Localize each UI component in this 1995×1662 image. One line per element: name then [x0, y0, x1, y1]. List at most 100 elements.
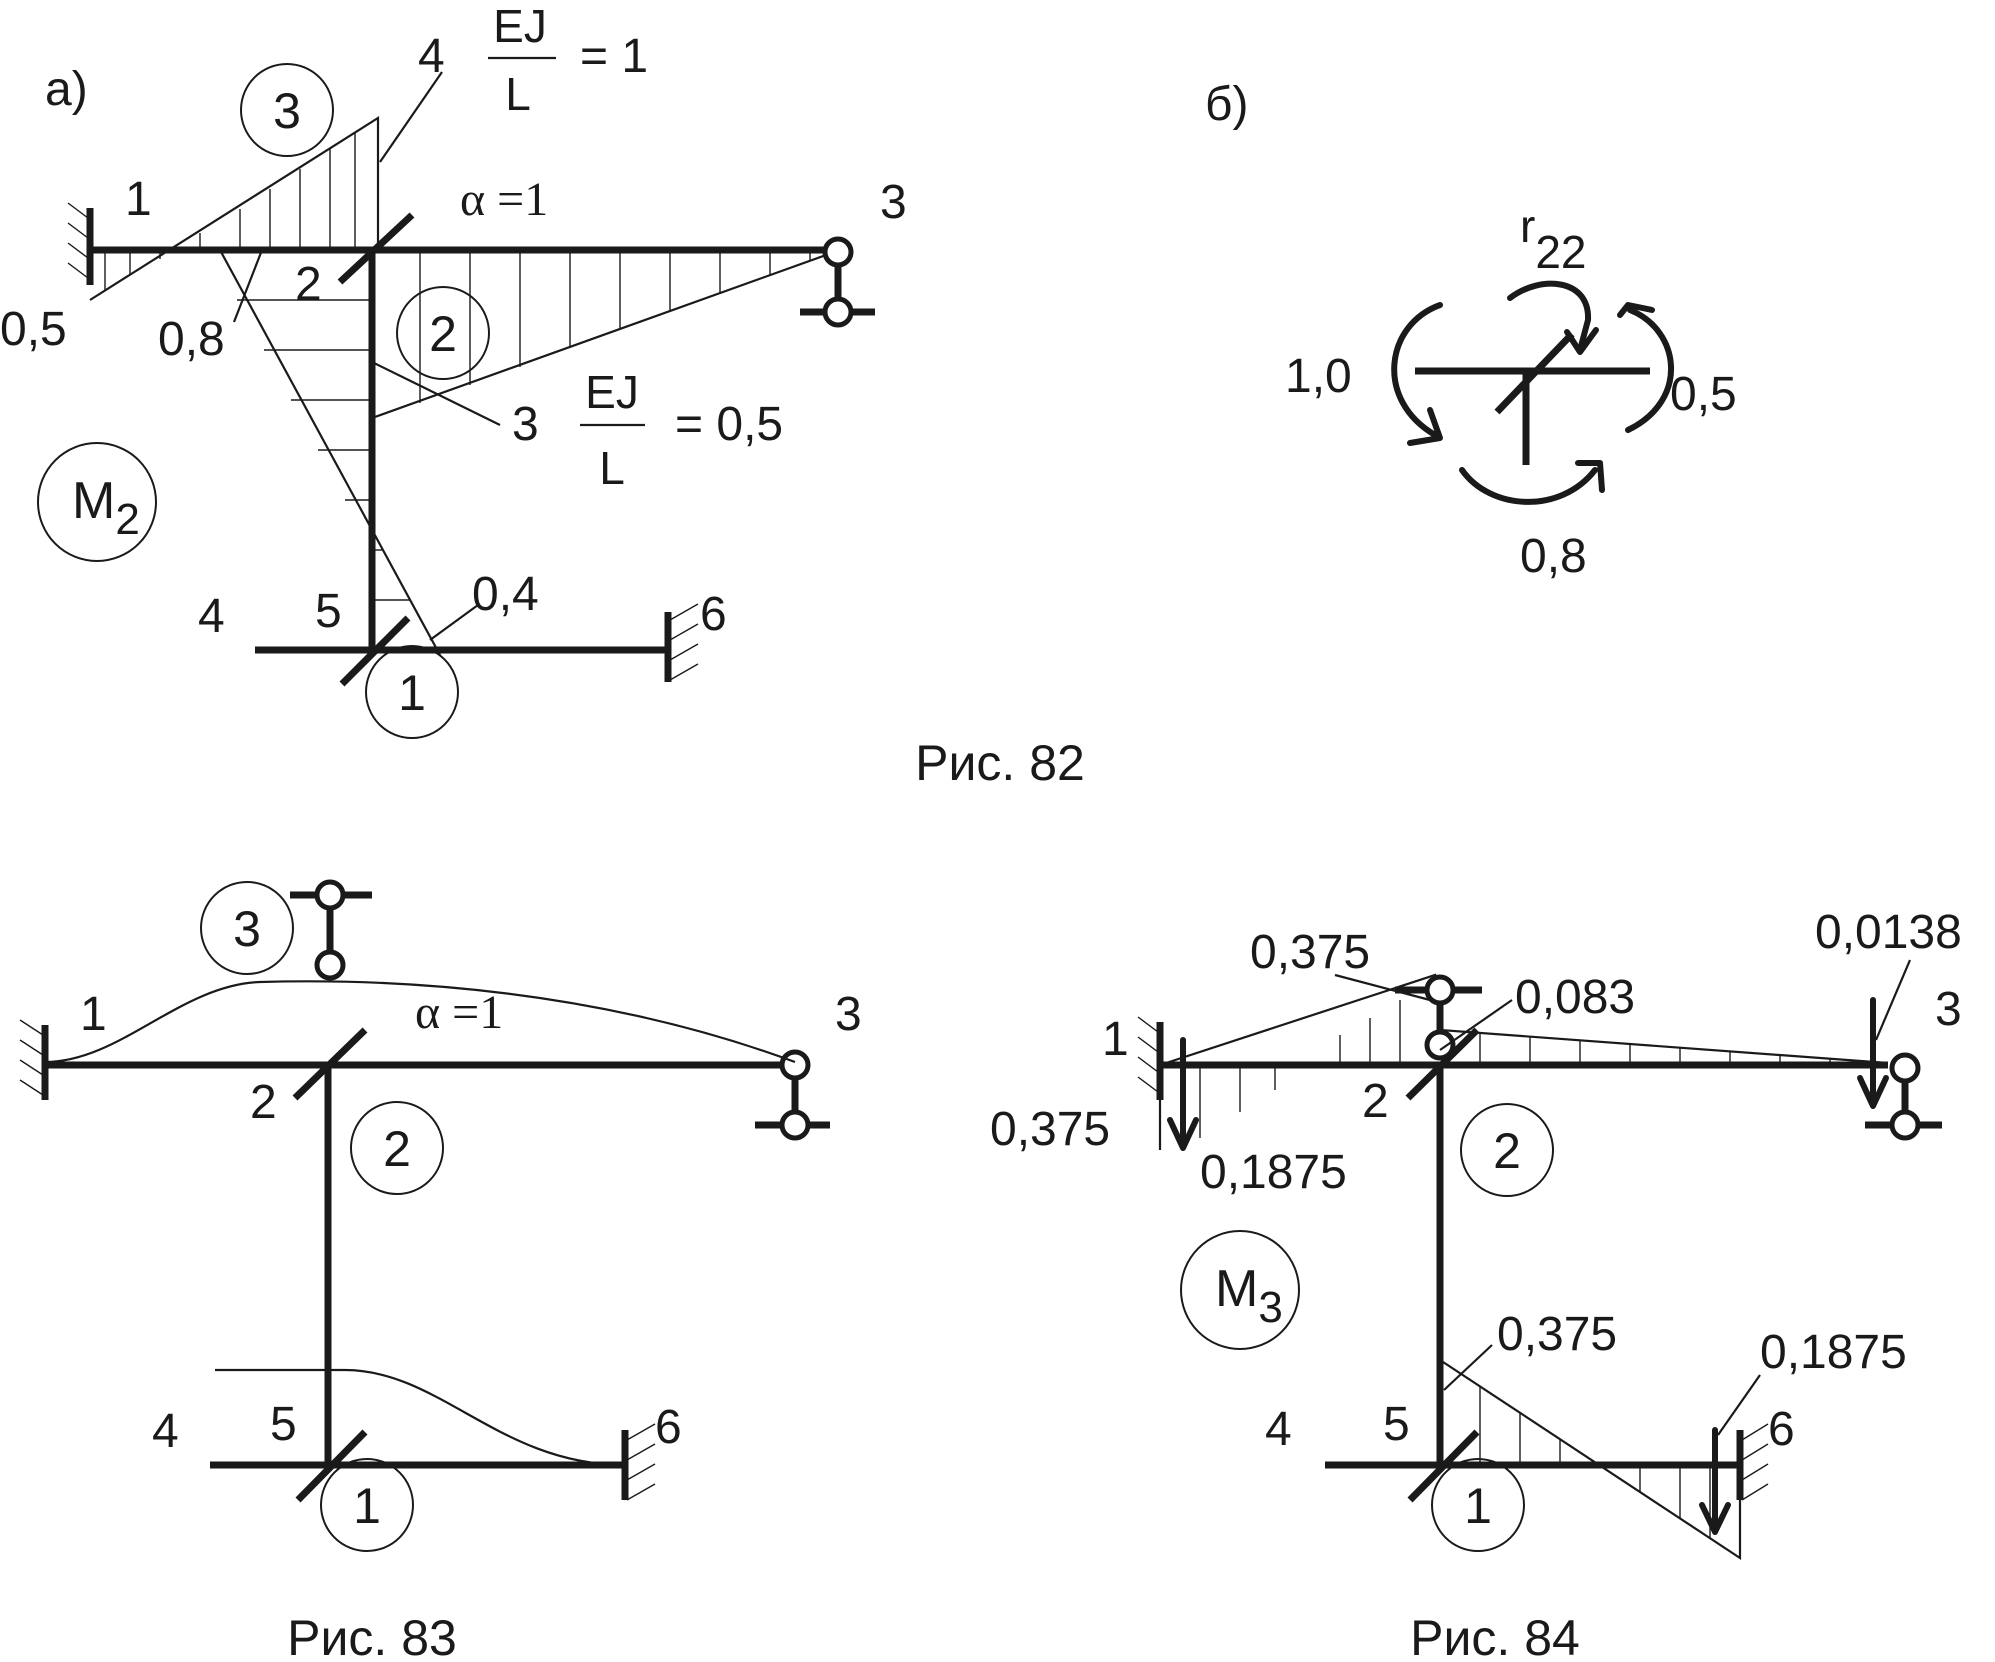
- moment-value-column-bottom: 0,4: [472, 568, 539, 621]
- node-label-3: 3: [880, 176, 907, 229]
- hinge-support: [1889, 1109, 1921, 1141]
- moment-value-node-1: 0,5: [0, 303, 67, 356]
- element-circle-1: [365, 645, 459, 739]
- element-number-1: 1: [1464, 1478, 1492, 1534]
- moment-arrow-right: [1625, 307, 1674, 433]
- hinge-support: [779, 1109, 811, 1141]
- leader-line-01875: [1717, 1374, 1761, 1436]
- element-number-2: 2: [1493, 1123, 1521, 1179]
- fig82-part-a: а): [0, 0, 907, 739]
- fixed-support-hatch-1: [19, 1019, 44, 1096]
- unit-rotation-label: α =1: [460, 173, 548, 226]
- diagram-label-circle: [1180, 1230, 1300, 1350]
- node-label-2: 2: [1362, 1075, 1389, 1128]
- leader-line-0083: [1439, 999, 1513, 1051]
- node-label-1: 1: [80, 988, 107, 1041]
- leader-line-mid: [371, 361, 501, 426]
- element-number-2: 2: [429, 306, 457, 362]
- annotation-top-coef: 4: [418, 30, 445, 83]
- fig82-b-label: б): [1205, 78, 1248, 131]
- element-number-1: 1: [398, 665, 426, 721]
- constraint-hinge-bottom: [314, 949, 346, 981]
- fig84: 2 1 M3 1 2 3 4 5 6 0,375 0,083 0,0138 0,…: [990, 906, 1962, 1561]
- fig83: 3 2 1 1 2 3 4 5 6 α =1: [19, 879, 862, 1552]
- fixed-support-hatch-1: [67, 202, 89, 279]
- reaction-arrowhead-node-1: [1167, 1117, 1199, 1151]
- moment-value-left: 1,0: [1285, 350, 1352, 403]
- caption-fig84: Рис. 84: [1410, 1610, 1580, 1662]
- fixed-support-hatch-6: [669, 603, 699, 681]
- element-circle-2: [1460, 1103, 1554, 1197]
- moment-value-node-2: 0,083: [1515, 971, 1635, 1024]
- rigid-joint-node-2: [1405, 1027, 1480, 1101]
- moment-value-column-top: 0,8: [158, 313, 225, 366]
- fixed-support-hatch-6: [626, 1423, 656, 1501]
- hinge-node-3: [822, 236, 854, 268]
- annotation-top-val: = 1: [580, 30, 648, 83]
- diagram-label-circle: [37, 442, 157, 562]
- leader-line-top: [379, 71, 443, 163]
- moment-value-beam-top: 0,375: [1250, 926, 1370, 979]
- fixed-support-hatch-6: [1741, 1423, 1769, 1501]
- annotation-top-den: L: [505, 68, 531, 120]
- reaction-value-node-3: 0,0138: [1815, 906, 1962, 959]
- annotation-top-num: EJ: [493, 0, 547, 52]
- node-label-3: 3: [835, 988, 862, 1041]
- element-number-3: 3: [273, 83, 301, 139]
- caption-fig83: Рис. 83: [287, 1610, 457, 1662]
- reaction-value-node-1: 0,1875: [1200, 1146, 1347, 1199]
- fixed-support-hatch-1: [1137, 1016, 1159, 1093]
- fig82-a-label: а): [45, 63, 88, 116]
- moment-diagram-segment-1-2: [89, 116, 380, 301]
- moment-diagram-column: [219, 249, 441, 656]
- moment-value-node-5: 0,375: [1497, 1308, 1617, 1361]
- reaction-arrowhead-r22: [1564, 327, 1599, 355]
- deflected-shape-bottom: [215, 1368, 626, 1467]
- annotation-mid-coef: 3: [512, 398, 539, 451]
- node-label-1: 1: [1102, 1013, 1129, 1066]
- reaction-value-node-6: 0,1875: [1760, 1326, 1907, 1379]
- node-label-4: 4: [198, 590, 225, 643]
- rigid-joint-node-2: [292, 1027, 368, 1101]
- element-circle-2: [396, 286, 490, 380]
- moment-arrowhead-left: [1407, 407, 1443, 446]
- element-circle-1: [1431, 1458, 1525, 1552]
- element-number-2: 2: [383, 1121, 411, 1177]
- node-label-4: 4: [152, 1405, 179, 1458]
- deflected-shape-beam: [44, 980, 796, 1064]
- fig82-part-b: б) r22 1,0 0,5 0,8: [1205, 78, 1737, 583]
- annotation-mid-num: EJ: [585, 366, 639, 418]
- reaction-arrowhead-node-6: [1699, 1502, 1731, 1535]
- element-circle-3: [200, 881, 294, 975]
- hatching: [104, 133, 811, 601]
- rigid-joint-node-5: [1407, 1429, 1480, 1503]
- moment-arrow-bottom: [1459, 467, 1598, 505]
- rigid-joint-node-5: [339, 615, 411, 687]
- moment-arrow-left: [1391, 302, 1443, 438]
- element-number-3: 3: [233, 901, 261, 957]
- moment-value-right: 0,5: [1670, 368, 1737, 421]
- node-label-3: 3: [1935, 983, 1962, 1036]
- node-label-1: 1: [125, 173, 152, 226]
- node-label-5: 5: [1383, 1398, 1410, 1451]
- hinge-node-3: [1889, 1052, 1921, 1084]
- reaction-label: r22: [1520, 200, 1587, 278]
- diagram-label: M2: [72, 472, 140, 544]
- element-circle-3: [240, 63, 334, 157]
- reaction-arrowhead-node-3: [1857, 1075, 1889, 1109]
- element-circle-1: [320, 1458, 414, 1552]
- annotation-mid-den: L: [599, 442, 625, 494]
- constraint-hinge-bottom: [1424, 1029, 1456, 1061]
- moment-value-bottom: 0,8: [1520, 530, 1587, 583]
- element-number-1: 1: [353, 1478, 381, 1534]
- leader-line-08: [232, 249, 264, 323]
- hinge-node-3: [779, 1049, 811, 1081]
- annotation-mid-val: = 0,5: [675, 398, 783, 451]
- hinge-support: [822, 296, 854, 328]
- constraint-hinge-top: [314, 879, 346, 911]
- constraint-hinge-top: [1424, 974, 1456, 1006]
- moment-value-node-1: 0,375: [990, 1103, 1110, 1156]
- node-label-6: 6: [1768, 1403, 1795, 1456]
- moment-arrowhead-right: [1617, 302, 1655, 318]
